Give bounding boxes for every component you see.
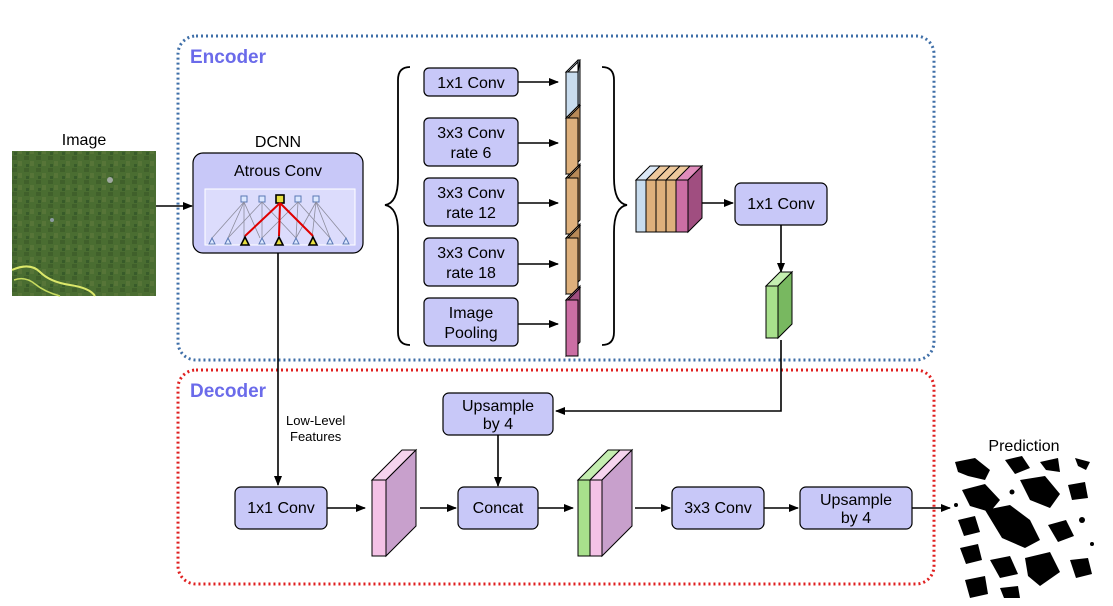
aspp-branch-image-pooling: Image Pooling bbox=[423, 297, 519, 347]
feature-map-branch-5 bbox=[564, 284, 582, 358]
feature-map-branch-2 bbox=[564, 102, 582, 176]
svg-text:3x3 Conv: 3x3 Conv bbox=[684, 500, 752, 517]
low-level-feature-map bbox=[370, 448, 418, 558]
svg-text:by 4: by 4 bbox=[841, 510, 871, 527]
encoder-1x1-conv: 1x1 Conv bbox=[734, 182, 828, 226]
svg-text:Concat: Concat bbox=[473, 500, 524, 517]
arrow-encoder-to-upsample bbox=[555, 340, 782, 415]
decoder-upsample-by4: Upsample by 4 bbox=[799, 486, 913, 530]
svg-text:Upsample: Upsample bbox=[462, 398, 534, 415]
prediction-mask bbox=[952, 455, 1098, 601]
svg-text:3x3 Conv: 3x3 Conv bbox=[437, 245, 505, 262]
low-level-features-label-2: Features bbox=[290, 429, 342, 444]
aspp-branch-rate18: 3x3 Conv rate 18 bbox=[423, 237, 519, 287]
svg-text:3x3 Conv: 3x3 Conv bbox=[437, 185, 505, 202]
decoder-title: Decoder bbox=[190, 381, 267, 402]
branch-right-brace bbox=[601, 66, 628, 346]
decoder-3x3-conv: 3x3 Conv bbox=[671, 486, 765, 530]
svg-text:1x1 Conv: 1x1 Conv bbox=[747, 196, 815, 213]
svg-text:rate 18: rate 18 bbox=[446, 265, 496, 282]
aspp-branch-rate6: 3x3 Conv rate 6 bbox=[423, 117, 519, 167]
svg-text:Image: Image bbox=[449, 305, 494, 322]
decoder-concat: Concat bbox=[457, 486, 539, 530]
image-label: Image bbox=[62, 132, 107, 149]
decoder-1x1-conv: 1x1 Conv bbox=[234, 486, 328, 530]
low-level-features-label-1: Low-Level bbox=[286, 413, 345, 428]
svg-text:Upsample: Upsample bbox=[820, 492, 892, 509]
stacked-aspp-features bbox=[634, 164, 704, 234]
dcnn-label: DCNN bbox=[255, 134, 301, 151]
feature-map-branch-4 bbox=[564, 222, 582, 296]
atrous-conv-illustration bbox=[204, 188, 356, 246]
svg-text:1x1 Conv: 1x1 Conv bbox=[437, 75, 505, 92]
svg-text:rate 12: rate 12 bbox=[446, 205, 496, 222]
aspp-branch-1x1: 1x1 Conv bbox=[423, 67, 519, 97]
encoder-region bbox=[176, 34, 936, 362]
aspp-branch-rate12: 3x3 Conv rate 12 bbox=[423, 177, 519, 227]
input-satellite-image bbox=[11, 151, 156, 297]
prediction-label: Prediction bbox=[988, 438, 1059, 455]
atrous-conv-label: Atrous Conv bbox=[234, 163, 322, 180]
encoder-output-feature bbox=[764, 270, 794, 340]
encoder-title: Encoder bbox=[190, 47, 267, 68]
decoder-upsample-by4-top: Upsample by 4 bbox=[442, 392, 554, 436]
feature-map-branch-3 bbox=[564, 162, 582, 236]
svg-text:1x1 Conv: 1x1 Conv bbox=[247, 500, 315, 517]
decoder-region bbox=[176, 368, 936, 586]
svg-text:3x3 Conv: 3x3 Conv bbox=[437, 125, 505, 142]
branch-left-brace bbox=[384, 66, 411, 346]
concatenated-feature-map bbox=[576, 448, 634, 558]
svg-text:by 4: by 4 bbox=[483, 416, 513, 433]
svg-text:rate 6: rate 6 bbox=[451, 145, 492, 162]
svg-text:Pooling: Pooling bbox=[444, 325, 497, 342]
